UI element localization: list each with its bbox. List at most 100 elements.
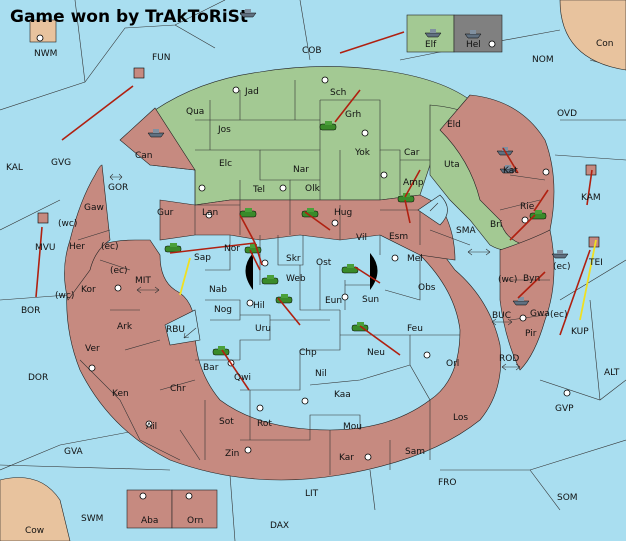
- province-label: Vil: [356, 233, 367, 243]
- fleet-icon: [499, 165, 517, 174]
- province-label: Nar: [293, 165, 309, 175]
- province-label: MVU: [35, 243, 56, 253]
- game-title: Game won by TrAkToRiSt: [10, 7, 248, 27]
- province-label: Cow: [25, 526, 44, 536]
- province-rbu[interactable]: [164, 309, 201, 346]
- province-label: Elc: [219, 159, 232, 169]
- province-label: LIT: [305, 489, 319, 499]
- fleet-icon: [551, 250, 569, 259]
- province-label: Sun: [362, 295, 379, 305]
- province-label: GVG: [51, 158, 71, 168]
- province-label: Ken: [112, 389, 129, 399]
- center-marker-east: [370, 253, 378, 290]
- depot-icon: [37, 212, 49, 224]
- province-label: KAM: [581, 193, 601, 203]
- province-label: ROD: [499, 354, 519, 364]
- order-arrows: [35, 31, 597, 391]
- province-label: (wc): [58, 219, 77, 229]
- province-label: BUC: [492, 311, 511, 321]
- province-con[interactable]: [559, 0, 626, 71]
- province-label: Elf: [425, 40, 437, 50]
- depot-icon: [133, 67, 145, 79]
- province-label: Kor: [81, 285, 96, 295]
- province-byn[interactable]: [499, 229, 555, 371]
- province-label: (wc): [55, 291, 74, 301]
- province-label: GVA: [64, 447, 84, 457]
- province-gaw[interactable]: [64, 164, 111, 301]
- province-label: Tel: [252, 185, 265, 195]
- canal-markers: [109, 173, 521, 371]
- province-label: SOM: [557, 493, 578, 503]
- province-label: Ost: [316, 258, 332, 268]
- labels: NWM FUN COB NOM Con Elf Hel KAL GVG OVD …: [6, 39, 620, 536]
- province-label: Olk: [305, 184, 321, 194]
- province-label: Bri: [490, 220, 502, 230]
- province-label: Pir: [525, 329, 537, 339]
- province-label: SMA: [456, 226, 476, 236]
- province-label: Ail: [146, 422, 157, 432]
- province-label: Gur: [157, 208, 174, 218]
- province-label: COB: [302, 46, 322, 56]
- province-label: Gwa: [530, 309, 550, 319]
- center-marker-west: [245, 253, 253, 290]
- province-label: (ec): [110, 266, 128, 276]
- province-label: Web: [286, 274, 306, 284]
- army-icon: [341, 264, 359, 274]
- province-label: Zin: [225, 449, 239, 459]
- province-label: Orl: [446, 359, 459, 369]
- province-label: Neu: [367, 348, 385, 358]
- province-label: Gaw: [84, 203, 104, 213]
- province-label: Hug: [334, 208, 352, 218]
- province-label: KUP: [571, 327, 589, 337]
- province-label: Obs: [418, 283, 436, 293]
- supply-centers: [36, 34, 571, 500]
- army-icon: [319, 121, 337, 131]
- province-label: Ark: [117, 322, 133, 332]
- province-aba[interactable]: [126, 489, 173, 529]
- province-label: Can: [135, 151, 153, 161]
- army-icon: [261, 275, 279, 285]
- province-label: Qua: [186, 107, 204, 117]
- province-borders: [77, 80, 550, 475]
- province-label: Chr: [170, 384, 186, 394]
- province-label: GVP: [555, 404, 574, 414]
- fleet-icon: [147, 129, 165, 138]
- province-label: Con: [596, 39, 614, 49]
- province-label: OVD: [557, 109, 577, 119]
- central-red[interactable]: [159, 194, 456, 261]
- province-label: FRO: [438, 478, 457, 488]
- province-nwm-island[interactable]: [29, 19, 57, 43]
- province-label: Sot: [219, 417, 234, 427]
- province-label: Skr: [286, 254, 301, 264]
- province-label: Hel: [466, 40, 481, 50]
- province-label: (wc): [498, 275, 517, 285]
- southern-landmass[interactable]: [66, 239, 502, 481]
- province-label: Nog: [214, 305, 232, 315]
- province-label: Eun: [325, 296, 342, 306]
- army-icon: [239, 208, 257, 218]
- province-label: (ec): [550, 310, 568, 320]
- province-label: Sam: [405, 447, 425, 457]
- province-label: Los: [453, 413, 468, 423]
- province-label: Her: [69, 242, 85, 252]
- province-cow[interactable]: [0, 477, 71, 541]
- province-label: DAX: [270, 521, 289, 531]
- province-label: NWM: [34, 49, 57, 59]
- province-label: Amp: [403, 178, 424, 188]
- province-label: Aba: [141, 516, 158, 526]
- province-label: (ec): [553, 262, 571, 272]
- province-label: Kar: [339, 453, 354, 463]
- province-label: (ec): [101, 242, 119, 252]
- province-sma-inner[interactable]: [417, 194, 448, 226]
- province-hel[interactable]: [453, 14, 503, 53]
- province-orn[interactable]: [171, 489, 218, 529]
- province-label: Ver: [85, 344, 100, 354]
- province-label: Nor: [224, 244, 240, 254]
- province-label: BOR: [21, 306, 40, 316]
- province-label: Sch: [330, 88, 346, 98]
- fleet-icon: [239, 9, 257, 18]
- province-label: Kat: [503, 166, 518, 176]
